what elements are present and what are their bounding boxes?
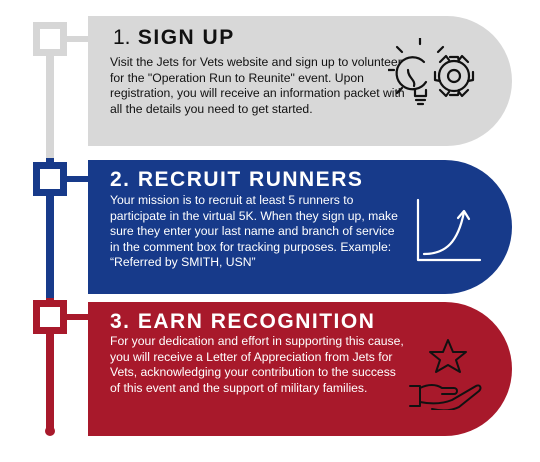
- step-3-body: For your dedication and effort in suppor…: [110, 334, 404, 395]
- step-2-title-text: RECRUIT RUNNERS: [137, 168, 364, 191]
- step-1-card: 1. SIGN UP Visit the Jets for Vets websi…: [88, 16, 512, 146]
- timeline-segment-2: [46, 158, 54, 298]
- step-2-card: 2. RECRUIT RUNNERS Your mission is to re…: [88, 160, 512, 294]
- step-2-title: 2. RECRUIT RUNNERS: [110, 168, 363, 192]
- step-1-number: 1.: [113, 26, 131, 49]
- step-2-body: Your mission is to recruit at least 5 ru…: [110, 193, 398, 270]
- step-1-marker: [33, 22, 67, 56]
- step-3-card: 3. EARN RECOGNITION For your dedication …: [88, 302, 512, 436]
- step-2-number: 2.: [110, 168, 131, 191]
- step-3-marker: [33, 300, 67, 334]
- step-3-number: 3.: [110, 310, 131, 333]
- step-2-connector: [67, 176, 91, 182]
- timeline-segment-1: [46, 40, 54, 158]
- step-1-title: 1. SIGN UP: [113, 26, 235, 50]
- hand-star-icon: [409, 339, 482, 410]
- step-3-connector: [67, 314, 91, 320]
- step-3-title: 3. EARN RECOGNITION: [110, 310, 375, 334]
- step-1-connector: [67, 36, 91, 42]
- idea-gear-icon: [388, 38, 475, 106]
- step-1-body: Visit the Jets for Vets website and sign…: [110, 55, 405, 116]
- timeline-end-dot: [45, 426, 55, 436]
- growth-chart-icon: [416, 198, 482, 262]
- step-3-title-text: EARN RECOGNITION: [137, 310, 376, 333]
- step-1-title-text: SIGN UP: [137, 26, 235, 49]
- timeline-segment-3: [46, 298, 54, 430]
- step-2-marker: [33, 162, 67, 196]
